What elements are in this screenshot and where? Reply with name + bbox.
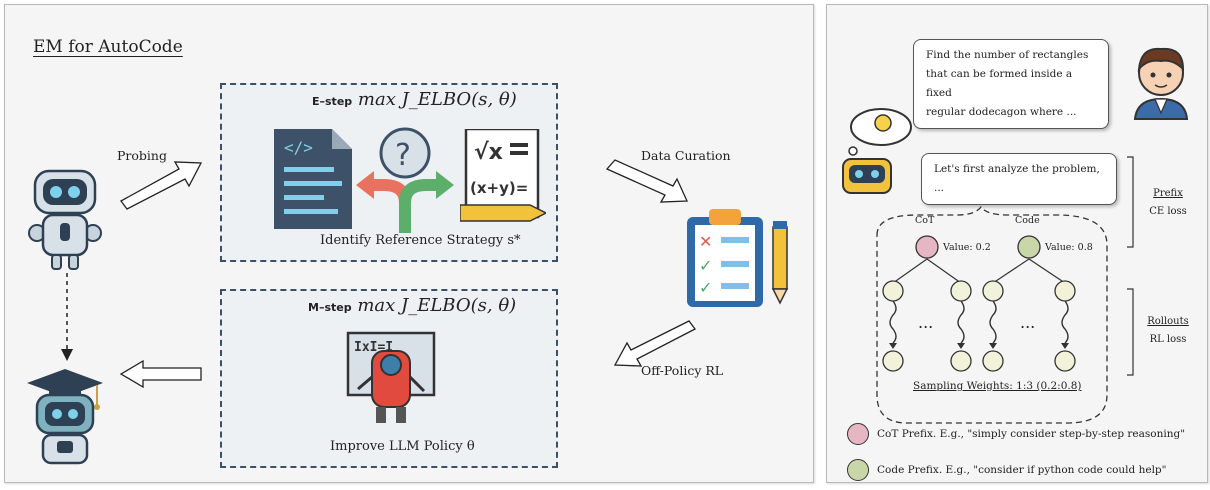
svg-text:(x+y)=: (x+y)= bbox=[470, 179, 528, 197]
probing-label: Probing bbox=[117, 148, 167, 163]
svg-text:√x: √x bbox=[474, 140, 503, 165]
user-question-line: regular dodecagon where ... bbox=[926, 106, 1077, 118]
m-step-title: M–step max J_ELBO(s, θ) bbox=[308, 295, 517, 316]
code-node-label: Code bbox=[1015, 215, 1040, 226]
cot-legend-text: CoT Prefix. E.g., "simply consider step-… bbox=[877, 428, 1186, 440]
dashed-down-arrow bbox=[61, 273, 73, 361]
m-step-box: M–step max J_ELBO(s, θ) IxI=I Improve LL… bbox=[220, 289, 558, 468]
em-autocode-panel: EM for AutoCode Probing E bbox=[4, 4, 814, 483]
e-step-title: E–step max J_ELBO(s, θ) bbox=[312, 89, 517, 110]
cot-legend-dot bbox=[847, 423, 869, 445]
user-question-line: Find the number of rectangles bbox=[926, 49, 1089, 61]
cot-node-label: CoT bbox=[915, 215, 935, 226]
code-document-icon: </> bbox=[274, 129, 352, 229]
cot-node bbox=[915, 235, 939, 259]
svg-text:✕: ✕ bbox=[699, 232, 712, 251]
code-value: Value: 0.8 bbox=[1045, 242, 1093, 253]
prefix-label: Prefix CE loss bbox=[1145, 185, 1191, 221]
e-step-box: E–step max J_ELBO(s, θ) </> ? √x bbox=[220, 83, 558, 262]
prefix-title: Prefix bbox=[1153, 188, 1183, 199]
graduate-robot-icon bbox=[27, 369, 103, 465]
code-node bbox=[1017, 235, 1041, 259]
autocode-prefix-panel: Find the number of rectangles that can b… bbox=[826, 4, 1208, 483]
code-legend-dot bbox=[847, 459, 869, 481]
strategy-fork-icon: ? bbox=[356, 127, 454, 233]
user-avatar-icon bbox=[1133, 47, 1189, 120]
code-legend-text: Code Prefix. E.g., "consider if python c… bbox=[877, 464, 1167, 476]
rollouts-loss: RL loss bbox=[1149, 334, 1187, 345]
ellipsis-right: ... bbox=[1020, 313, 1036, 332]
sampling-weights: Sampling Weights: 1:3 (0.2:0.8) bbox=[913, 380, 1082, 392]
svg-text:✓: ✓ bbox=[699, 256, 712, 275]
robot-icon bbox=[28, 169, 102, 270]
cot-value: Value: 0.2 bbox=[943, 242, 991, 253]
rollouts-label: Rollouts RL loss bbox=[1143, 313, 1193, 349]
data-curation-label: Data Curation bbox=[641, 148, 731, 163]
svg-text:✓: ✓ bbox=[699, 278, 712, 297]
rollouts-title: Rollouts bbox=[1147, 316, 1189, 327]
panel-title: EM for AutoCode bbox=[33, 37, 183, 57]
probing-arrow bbox=[120, 161, 203, 210]
robot-board-icon: IxI=I bbox=[346, 331, 436, 423]
search-tree-diagram bbox=[876, 205, 1108, 424]
prefix-loss: CE loss bbox=[1149, 206, 1187, 217]
e-step-caption: Identify Reference Strategy s* bbox=[320, 233, 521, 248]
clipboard-icon: ✕ ✓ ✓ bbox=[687, 209, 789, 307]
svg-text:?: ? bbox=[395, 138, 411, 173]
user-question-bubble: Find the number of rectangles that can b… bbox=[913, 39, 1109, 129]
user-question-line: that can be formed inside a fixed bbox=[926, 68, 1073, 99]
ellipsis-left: ... bbox=[918, 313, 934, 332]
legend-cot: CoT Prefix. E.g., "simply consider step-… bbox=[847, 423, 1185, 445]
bot-idea-icon bbox=[842, 108, 912, 194]
prefix-bracket bbox=[1127, 156, 1134, 248]
off-policy-arrow bbox=[613, 320, 696, 367]
improve-left-arrow bbox=[119, 359, 202, 389]
robot-response-bubble: Let's first analyze the problem, ... bbox=[921, 153, 1117, 205]
off-policy-label: Off-Policy RL bbox=[641, 363, 724, 378]
legend-code: Code Prefix. E.g., "consider if python c… bbox=[847, 459, 1166, 481]
m-step-caption: Improve LLM Policy θ bbox=[330, 439, 475, 454]
svg-text:</>: </> bbox=[284, 138, 313, 157]
math-paper-icon: √x (x+y)= bbox=[460, 129, 546, 222]
data-curation-arrow bbox=[605, 159, 688, 203]
rollouts-bracket bbox=[1127, 288, 1134, 376]
